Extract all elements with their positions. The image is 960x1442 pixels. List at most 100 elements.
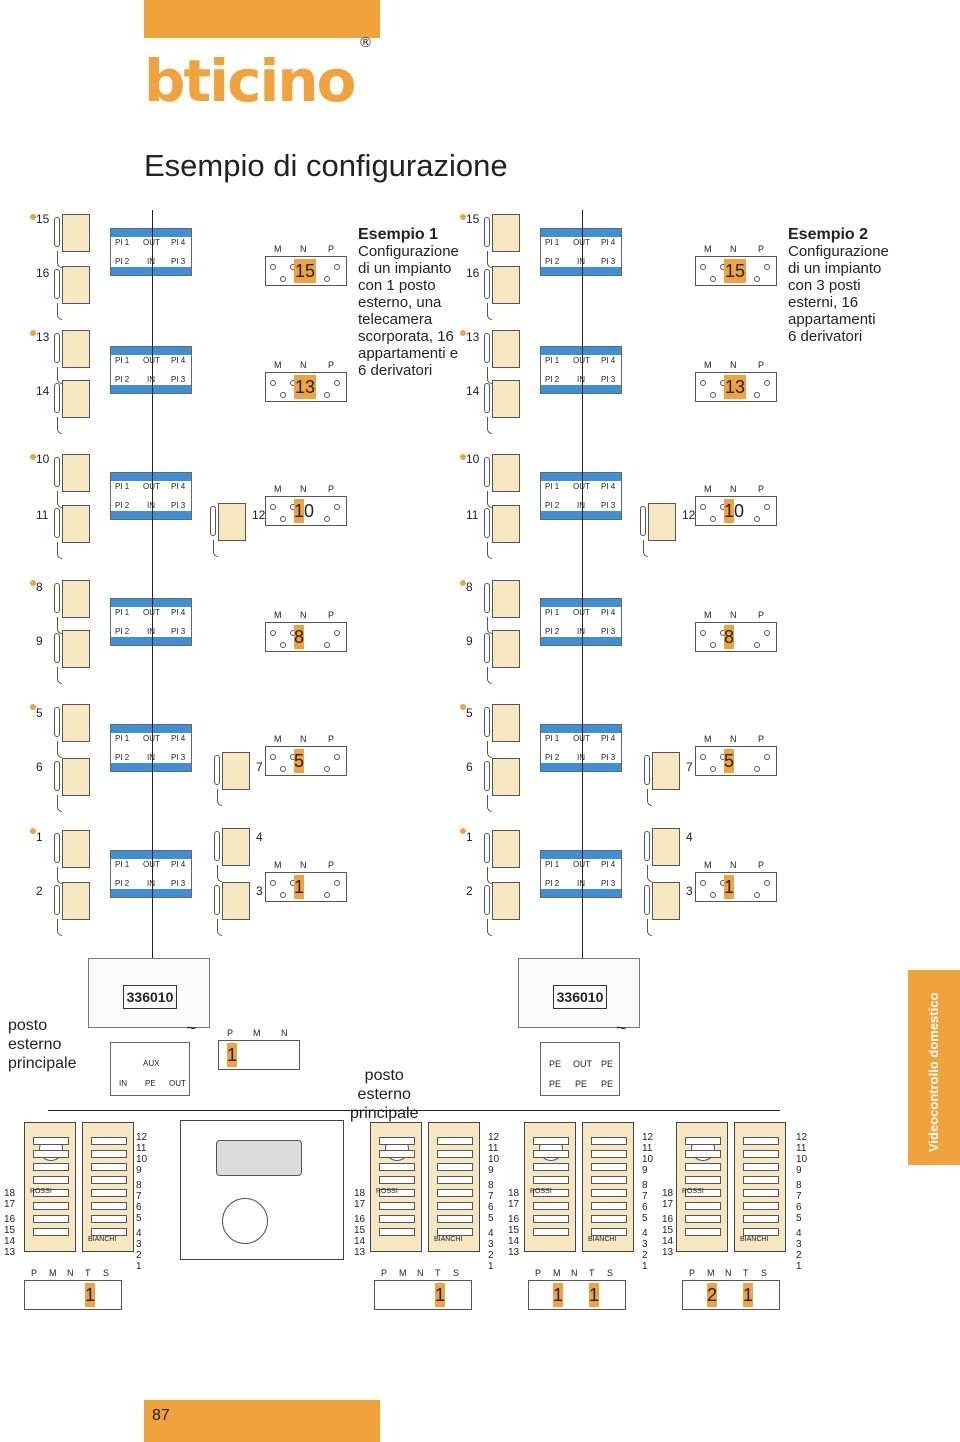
terminal-value: 1 — [589, 1283, 600, 1307]
label: PI 4 — [601, 608, 616, 617]
button-slot — [685, 1137, 721, 1145]
button-slot — [91, 1215, 127, 1223]
handset-icon — [54, 454, 90, 508]
button-slot — [743, 1202, 779, 1210]
label: M — [274, 610, 282, 620]
label: P — [381, 1268, 388, 1278]
panel-number: 16 — [662, 1214, 674, 1225]
button-slot — [33, 1150, 69, 1158]
label: M — [49, 1268, 57, 1278]
name-plate: BIANCHI — [588, 1236, 617, 1243]
contact — [710, 642, 716, 648]
panel-number: 17 — [4, 1199, 16, 1210]
label: M — [704, 860, 712, 870]
camera-mount-icon — [222, 1198, 268, 1244]
label: M — [274, 360, 282, 370]
button-slot — [91, 1137, 127, 1145]
module-strip — [111, 599, 191, 607]
page-number: 87 — [152, 1407, 170, 1424]
label: P — [328, 610, 335, 620]
floor-number: 3 — [686, 884, 693, 898]
label: OUT — [143, 482, 160, 491]
bullet-dot — [30, 330, 36, 336]
contact — [764, 754, 770, 760]
handset-icon — [54, 882, 90, 936]
label: OUT — [573, 860, 590, 869]
button-slot — [91, 1228, 127, 1236]
floor-number: 6 — [466, 760, 473, 774]
button-slot — [533, 1176, 569, 1184]
panel-number: 17 — [354, 1199, 366, 1210]
label: IN — [147, 375, 155, 384]
floor-number: 7 — [686, 760, 693, 774]
label: T — [589, 1268, 595, 1278]
label: PI 2 — [115, 257, 130, 266]
contact — [700, 504, 706, 510]
panel-number: 5 — [488, 1213, 494, 1224]
bullet-dot — [460, 214, 466, 220]
label: P — [328, 244, 335, 254]
label: P — [31, 1268, 38, 1278]
floor-number: 15 — [36, 212, 50, 226]
label: PI 2 — [115, 627, 130, 636]
label: M — [253, 1028, 261, 1038]
label: N — [300, 734, 307, 744]
label: P — [758, 244, 765, 254]
label: PI 4 — [601, 860, 616, 869]
label: M — [274, 860, 282, 870]
contact — [280, 276, 286, 282]
label: IN — [577, 753, 585, 762]
panel-number: 18 — [4, 1188, 16, 1199]
handset-icon — [214, 752, 250, 806]
panel-number: 15 — [354, 1225, 366, 1236]
button-slot — [437, 1189, 473, 1197]
wire — [582, 210, 583, 960]
handset-icon — [54, 758, 90, 812]
button-slot — [591, 1176, 627, 1184]
floor-number: 2 — [36, 884, 43, 898]
contact — [324, 276, 330, 282]
label: N — [730, 484, 737, 494]
label: PI 4 — [171, 734, 186, 743]
terminal-value: 1 — [724, 875, 735, 899]
panel-number: 11 — [488, 1143, 499, 1154]
label: PI 1 — [115, 860, 130, 869]
button-slot — [685, 1228, 721, 1236]
example-2-heading: Esempio 2 — [788, 226, 869, 243]
panel-number: 12 — [488, 1132, 500, 1143]
button-slot — [91, 1202, 127, 1210]
panel-number: 3 — [796, 1239, 802, 1250]
panel-number: 11 — [796, 1143, 807, 1154]
label: PI 4 — [601, 356, 616, 365]
panel-number: 5 — [642, 1213, 648, 1224]
contact — [324, 642, 330, 648]
panel-number: 12 — [796, 1132, 808, 1143]
label: M — [274, 244, 282, 254]
label: PI 2 — [115, 879, 130, 888]
terminal-value: 15 — [724, 259, 746, 283]
handset-icon — [644, 752, 680, 806]
label: IN — [577, 257, 585, 266]
button-slot — [685, 1163, 721, 1171]
button-slot — [533, 1163, 569, 1171]
button-slot — [437, 1202, 473, 1210]
handset-icon — [484, 454, 520, 508]
module-strip — [111, 473, 191, 481]
module-strip — [111, 347, 191, 355]
handset-icon — [484, 266, 520, 320]
button-slot — [379, 1228, 415, 1236]
module-strip — [111, 511, 191, 519]
contact — [754, 392, 760, 398]
entrance-panel — [582, 1122, 634, 1252]
handset-icon — [54, 330, 90, 384]
module-strip — [111, 229, 191, 237]
contact — [764, 264, 770, 270]
panel-number: 11 — [642, 1143, 653, 1154]
label: N — [300, 244, 307, 254]
